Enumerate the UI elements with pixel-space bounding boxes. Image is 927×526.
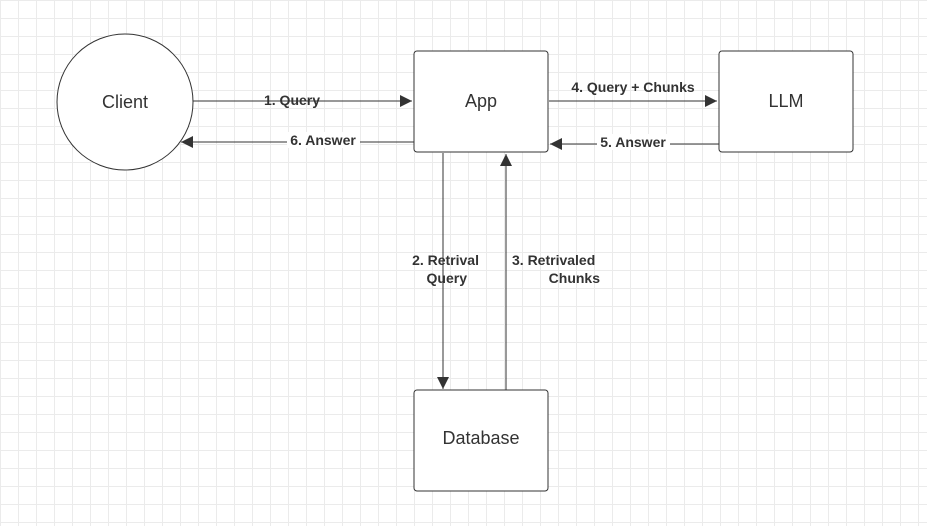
edge-label-retrieved-chunks-line1: 3. Retrivaled xyxy=(512,252,595,268)
edge-label-retrieved-chunks-line2: Chunks xyxy=(549,270,601,286)
client-answer-label-bg xyxy=(287,132,360,148)
edge-label-client-answer: 6. Answer xyxy=(290,132,356,148)
node-llm[interactable]: LLM xyxy=(718,50,854,153)
app-box xyxy=(413,50,549,153)
client-label: Client xyxy=(102,92,148,112)
llm-label: LLM xyxy=(768,91,803,111)
edge-label-query: 1. Query xyxy=(264,92,320,108)
edge-label-query-chunks: 4. Query + Chunks xyxy=(571,79,695,95)
edge-label-retrieval-query-line1: 2. Retrival xyxy=(412,252,479,268)
client-circle xyxy=(56,33,194,171)
node-app[interactable]: App xyxy=(413,50,549,153)
llm-box xyxy=(718,50,854,153)
database-box xyxy=(413,389,549,492)
edge-label-llm-answer: 5. Answer xyxy=(600,134,666,150)
node-database[interactable]: Database xyxy=(413,389,549,492)
edge-label-retrieval-query-line2: Query xyxy=(427,270,468,286)
app-label: App xyxy=(465,91,497,111)
llm-answer-label-bg xyxy=(597,134,670,150)
database-label: Database xyxy=(442,428,519,448)
node-client[interactable]: Client xyxy=(56,33,194,171)
